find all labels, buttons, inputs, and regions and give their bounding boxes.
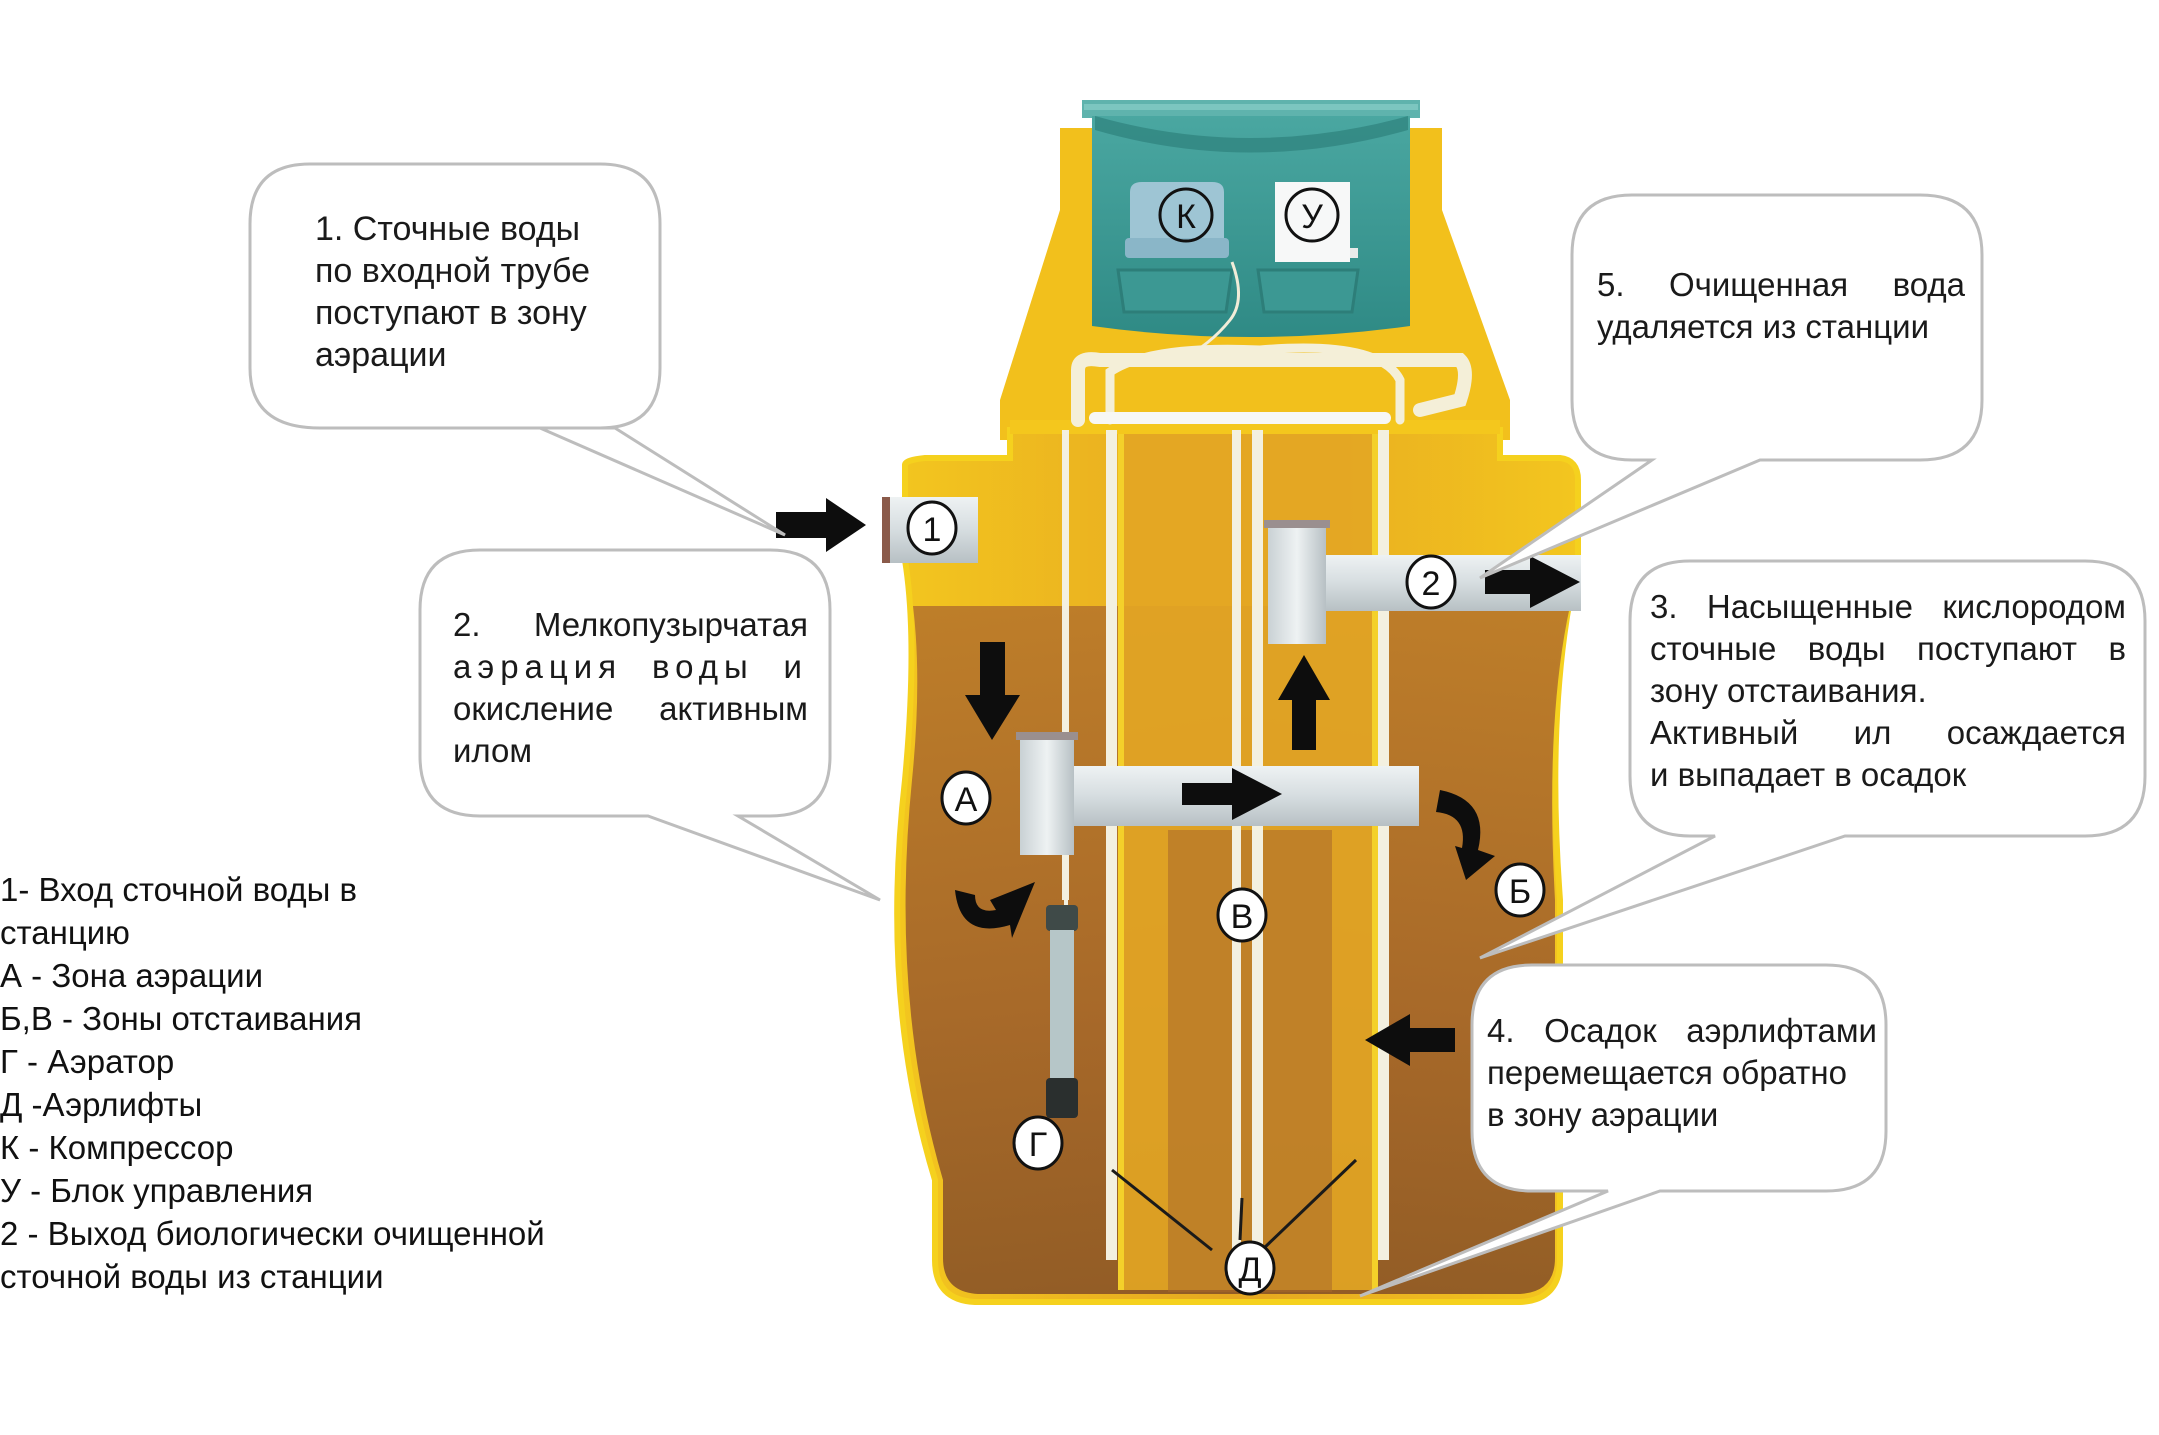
left-arrow-icon <box>1365 1014 1455 1066</box>
svg-text:А: А <box>955 781 978 819</box>
marker-aerator: Г <box>1012 1115 1064 1171</box>
control-unit <box>1256 182 1360 314</box>
legend-item: У - Блок управления <box>0 1172 314 1209</box>
up-arrow-icon <box>1278 655 1330 750</box>
airlift-leaders <box>1111 1158 1358 1252</box>
svg-text:У: У <box>1301 198 1323 236</box>
legend-item: Б,В - Зоны отстаивания <box>0 1000 363 1037</box>
right-arrow-icon <box>1182 768 1282 820</box>
bubble-5 <box>1479 193 1984 580</box>
callout-bubbles <box>248 162 2147 1298</box>
legend-item: 2 - Выход биологически очищенной <box>0 1215 545 1252</box>
bubble-4-text: 4. Осадок аэрлифтами перемещается обратн… <box>1487 1012 1877 1133</box>
marker-aeration-zone: А <box>940 770 992 826</box>
curved-arrow-b-icon <box>1436 790 1495 880</box>
legend-item: сточной воды из станции <box>0 1258 384 1295</box>
marker-compressor: К <box>1158 187 1214 243</box>
bubble-2-text: 2. Мелкопузырчатая аэрация воды и окисле… <box>453 606 808 769</box>
bubble-3-text: 3. Насыщенные кислородом сточные воды по… <box>1650 588 2126 793</box>
bubble-2 <box>418 548 881 902</box>
legend: 1- Вход сточной воды в станцию А - Зона … <box>0 868 545 1298</box>
legend-item: А - Зона аэрации <box>0 957 264 994</box>
legend-item: Г - Аэратор <box>0 1043 175 1080</box>
bubble-4 <box>1359 963 1888 1298</box>
service-compartment <box>1082 100 1420 362</box>
inlet-arrow-icon <box>776 498 866 552</box>
svg-text:1: 1 <box>923 511 942 549</box>
marker-airlifts: Д <box>1224 1240 1276 1296</box>
marker-inlet: 1 <box>906 500 958 556</box>
bubble-1 <box>248 162 786 537</box>
legend-item: Д -Аэрлифты <box>0 1086 203 1123</box>
markers: 1 2 А Б В Г Д К <box>906 187 1546 1296</box>
aerator <box>1046 900 1078 1118</box>
svg-text:К: К <box>1176 198 1196 236</box>
bubble-5-text: 5. Очищенная вода удаляется из станции <box>1597 266 1965 345</box>
flow-arrows <box>776 498 1580 1066</box>
air-hoses <box>1071 343 1472 427</box>
compressor <box>1116 182 1234 314</box>
legend-item: 1- Вход сточной воды в <box>0 871 358 908</box>
marker-outlet: 2 <box>1405 554 1457 610</box>
svg-text:Б: Б <box>1509 873 1531 911</box>
down-arrow-icon <box>965 642 1020 740</box>
marker-settling-zone-v: В <box>1216 887 1268 943</box>
legend-item: К - Компрессор <box>0 1129 234 1166</box>
svg-text:2: 2 <box>1422 565 1441 603</box>
marker-control-unit: У <box>1284 187 1340 243</box>
svg-text:Д: Д <box>1238 1251 1261 1289</box>
bubble-3 <box>1479 559 2147 960</box>
outlet-arrow-icon <box>1485 556 1580 608</box>
svg-text:В: В <box>1231 898 1254 936</box>
bubble-1-text: 1. Сточные воды по входной трубе поступа… <box>315 210 591 374</box>
legend-item: станцию <box>0 914 130 951</box>
airlift-tubes <box>1062 430 1389 1260</box>
marker-settling-zone-b: Б <box>1494 862 1546 918</box>
svg-text:Г: Г <box>1029 1126 1047 1164</box>
curved-arrow-a-icon <box>955 882 1035 938</box>
